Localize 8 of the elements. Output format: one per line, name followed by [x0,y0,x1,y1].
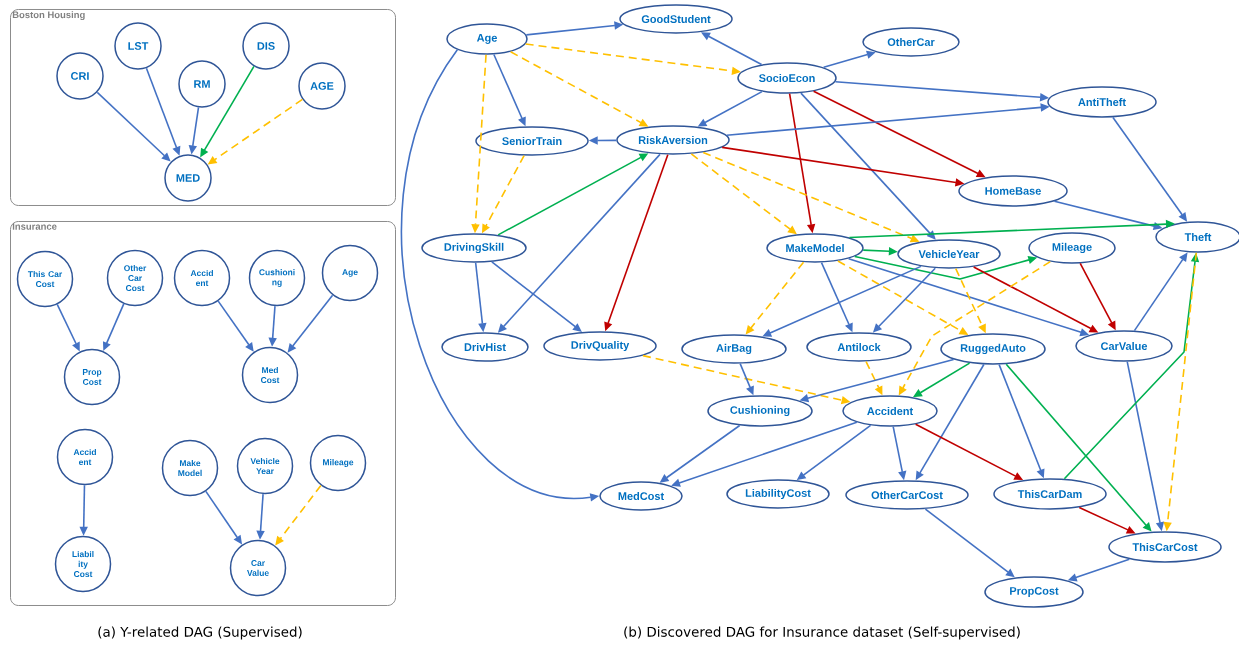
arrow [701,32,763,66]
arrow [217,300,254,352]
arrow [800,92,936,240]
arrow [96,91,171,162]
arrow [924,508,1015,578]
arrow [491,261,582,332]
caption: (a) Y-related DAG (Supervised) [98,626,302,640]
caption: (b) Discovered DAG for Insurance dataset (Self-supervised) [624,626,1020,640]
